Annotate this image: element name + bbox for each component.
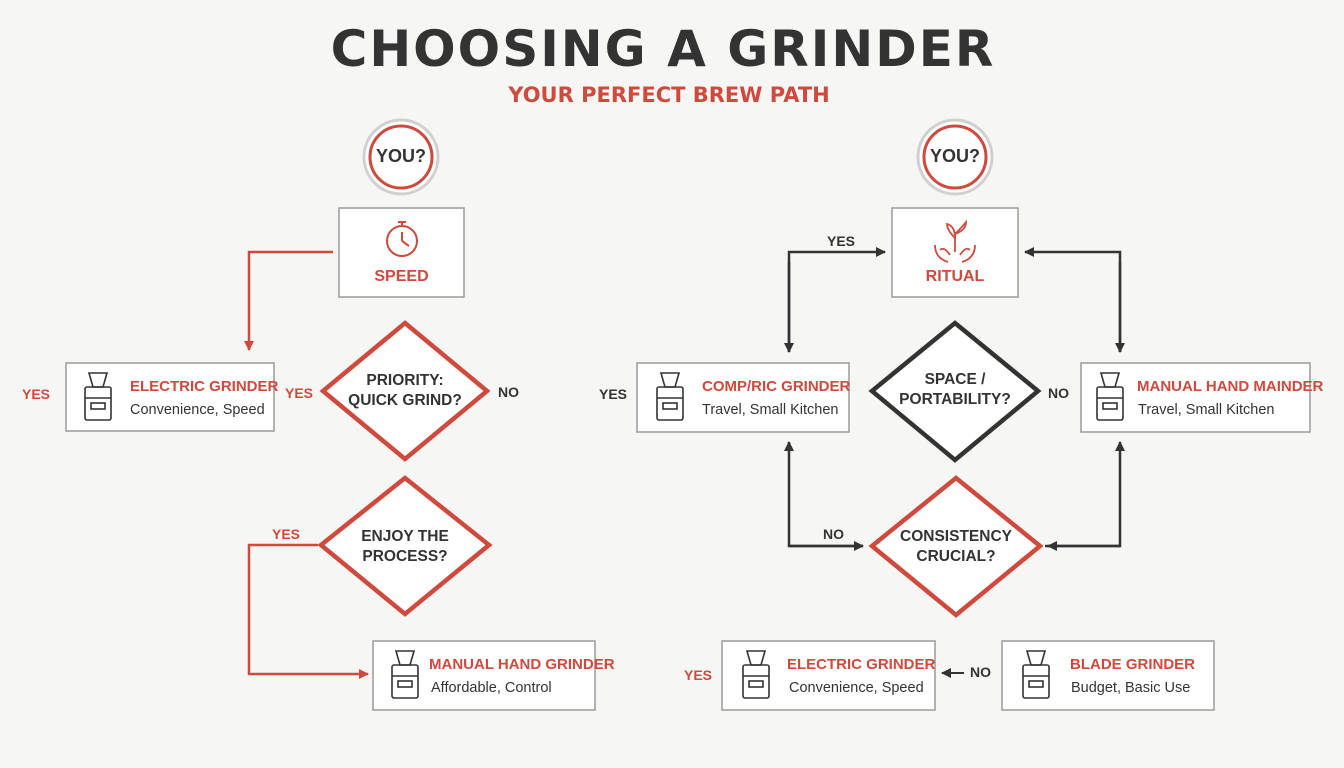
blade-grinder-title: BLADE GRINDER: [1070, 656, 1196, 673]
compact-grinder-yes-label: YES: [599, 386, 628, 402]
decision-space-line1: SPACE /: [924, 371, 986, 388]
decision-space-line2: PORTABILITY?: [899, 391, 1011, 408]
decision-consistency-no-label: NO: [823, 526, 844, 542]
arrow-ritual-compact: [787, 247, 886, 352]
decision-space-no-label: NO: [1048, 385, 1069, 401]
compact-grinder-title: COMP/RIC GRINDER: [702, 378, 851, 395]
grinder-icon: [1022, 650, 1050, 699]
grinder-icon: [656, 372, 684, 421]
grinder-icon: [1096, 372, 1124, 421]
manual-hand-grinder-subtitle: Affordable, Control: [431, 680, 552, 696]
electric-grinder-title: ELECTRIC GRINDER: [130, 378, 279, 395]
grinder-icon: [84, 372, 112, 421]
right-start-label: YOU?: [929, 146, 980, 166]
hands-plant-icon: [934, 219, 976, 263]
speed-node-label: SPEED: [374, 268, 429, 285]
ritual-yes-label: YES: [827, 233, 856, 249]
arrow-speed-to-electric: [244, 250, 333, 351]
ritual-node-label: RITUAL: [925, 268, 985, 285]
electric-grinder-right-yes-label: YES: [684, 667, 713, 683]
decision-quick-grind-text: PRIORITY: QUICK GRIND?: [333, 371, 477, 411]
decision-space-text: SPACE / PORTABILITY?: [883, 370, 1027, 410]
decision-quick-grind-line2: QUICK GRIND?: [348, 392, 462, 409]
grinder-icon: [742, 650, 770, 699]
electric-grinder-yes-label: YES: [22, 386, 51, 402]
electric-grinder-right-title: ELECTRIC GRINDER: [787, 656, 936, 673]
decision-quick-grind[interactable]: [319, 320, 491, 462]
decision-enjoy-process-line1: ENJOY THE: [361, 528, 449, 545]
decision-consistency[interactable]: [868, 475, 1044, 618]
decision-consistency-text: CONSISTENCY CRUCIAL?: [884, 527, 1028, 567]
decision-quick-grind-yes-label: YES: [285, 385, 314, 401]
stopwatch-icon: [386, 221, 418, 257]
decision-consistency-line1: CONSISTENCY: [900, 528, 1012, 545]
decision-quick-grind-line1: PRIORITY:: [366, 372, 444, 389]
left-start-circle[interactable]: [362, 118, 440, 196]
decision-space-portability[interactable]: [868, 320, 1042, 463]
arrow-ritual-manual: [1024, 247, 1122, 352]
arrow-yes-to-manual: [247, 543, 369, 679]
right-start-circle[interactable]: [916, 118, 994, 196]
electric-grinder-right-subtitle: Convenience, Speed: [789, 680, 924, 696]
decision-enjoy-process-line2: PROCESS?: [362, 548, 448, 565]
grinder-icon: [391, 650, 419, 699]
electric-grinder-subtitle: Convenience, Speed: [130, 402, 265, 418]
decision-consistency-line2: CRUCIAL?: [916, 548, 996, 565]
ritual-node-box[interactable]: [891, 207, 1019, 298]
manual-hand-mainder-subtitle: Travel, Small Kitchen: [1138, 402, 1275, 418]
decision-enjoy-yes-label: YES: [272, 526, 301, 542]
decision-enjoy-process[interactable]: [317, 475, 493, 617]
decision-enjoy-process-text: ENJOY THE PROCESS?: [333, 527, 477, 567]
page-subtitle: YOUR PERFECT BREW PATH: [508, 83, 830, 107]
blade-grinder-no-label: NO: [970, 664, 991, 680]
page-title: CHOOSING A GRINDER: [330, 20, 996, 78]
decision-quick-grind-no-label: NO: [498, 384, 519, 400]
compact-grinder-subtitle: Travel, Small Kitchen: [702, 402, 839, 418]
blade-grinder-subtitle: Budget, Basic Use: [1071, 680, 1191, 696]
manual-hand-grinder-title: MANUAL HAND GRINDER: [429, 656, 615, 673]
arrow-consistency-manual: [1045, 441, 1125, 548]
manual-hand-mainder-title: MANUAL HAND MAINDER: [1137, 378, 1324, 395]
left-start-label: YOU?: [375, 146, 426, 166]
